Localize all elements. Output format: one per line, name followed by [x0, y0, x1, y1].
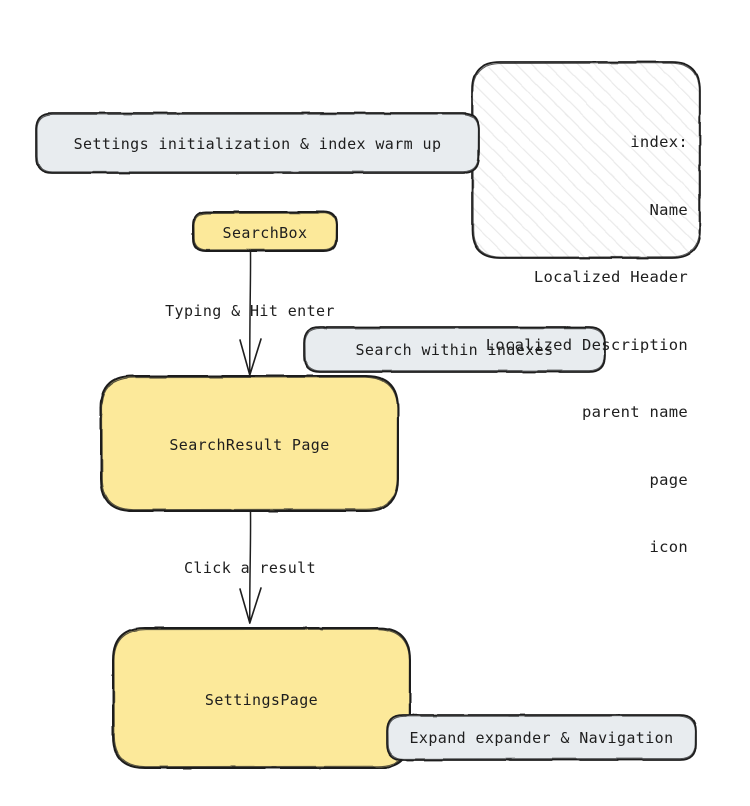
searchbox-shape[interactable] — [192, 211, 338, 252]
edge-typing-arrow — [239, 251, 262, 376]
index-box — [471, 61, 701, 259]
note-search-shape — [303, 326, 606, 373]
settingspage-shape[interactable] — [112, 627, 411, 769]
searchresult-shape[interactable] — [100, 375, 399, 512]
edge-click-arrow — [239, 511, 262, 624]
note-expand-shape — [386, 714, 697, 761]
note-init-shape — [35, 112, 480, 174]
